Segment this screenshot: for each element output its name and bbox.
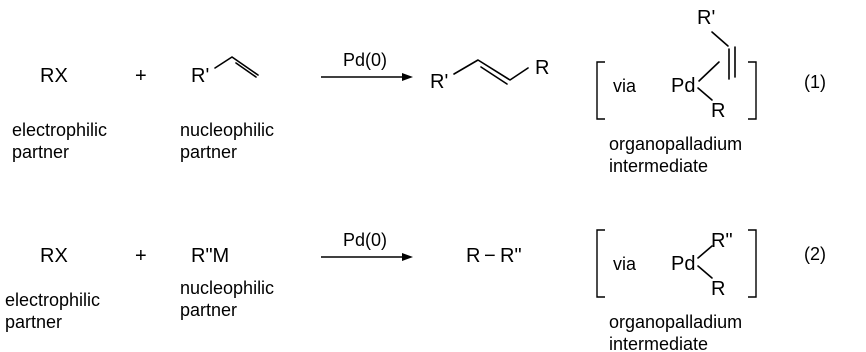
r2-intermediate-label-line1: organopalladium [609, 312, 742, 332]
r1-int-pd-r-bond [697, 87, 713, 101]
r2-plus-sign: + [135, 245, 147, 267]
r1-catalyst: Pd(0) [343, 50, 387, 70]
reaction-2: RX + R"M electrophilic partner nucleophi… [5, 229, 826, 352]
r2-product-left: R [466, 245, 480, 267]
r1-intermediate-bottom: R [711, 100, 725, 122]
r1-reaction-arrow-head [402, 73, 413, 81]
r2-role-electrophile-line1: electrophilic [5, 290, 100, 310]
r1-product-right: R [535, 57, 549, 79]
r1-alkene-double-bond [235, 62, 257, 78]
r2-equation-number: (2) [804, 244, 826, 264]
r1-product-left: R' [430, 71, 448, 93]
r1-reactant-rx: RX [40, 65, 68, 87]
r2-intermediate-bottom: R [711, 278, 725, 300]
r1-bracket-right [748, 61, 757, 120]
r2-reactant-rx: RX [40, 245, 68, 267]
r1-product-bonds [453, 59, 529, 81]
r1-alkene-substituent: R' [191, 65, 209, 87]
r1-alkene-bonds [214, 56, 259, 76]
r1-intermediate-label-line1: organopalladium [609, 134, 742, 154]
r1-int-bond-top [711, 31, 729, 47]
r2-intermediate-top: R" [711, 230, 733, 252]
r2-role-nucleophile-line2: partner [180, 300, 237, 320]
r1-role-nucleophile-line2: partner [180, 142, 237, 162]
r1-intermediate-label-line2: intermediate [609, 156, 708, 176]
r2-intermediate-label-line2: intermediate [609, 334, 708, 352]
r1-equation-number: (1) [804, 72, 826, 92]
r2-reactant-organometallic: R"M [191, 245, 229, 267]
r2-role-electrophile-line2: partner [5, 312, 62, 332]
r2-int-pd-r-bond [697, 265, 713, 279]
r2-product-right: R" [500, 245, 522, 267]
r1-bracket-left [596, 61, 605, 120]
r2-role-nucleophile-line1: nucleophilic [180, 278, 274, 298]
r2-catalyst: Pd(0) [343, 230, 387, 250]
r1-via-label: via [613, 76, 637, 96]
r2-bracket-right [748, 229, 757, 298]
r1-int-pd-alkene-bond [698, 61, 720, 82]
reaction-1: RX + R' electrophilic partner nucleophil… [12, 7, 826, 176]
r2-bracket-left [596, 229, 605, 298]
r2-reaction-arrow-head [402, 253, 413, 261]
r1-role-electrophile-line2: partner [12, 142, 69, 162]
r1-pd-atom: Pd [671, 75, 695, 97]
r2-product-bond: − [484, 245, 496, 267]
r1-plus-sign: + [135, 65, 147, 87]
r1-product-double-bond [480, 66, 508, 85]
r2-via-label: via [613, 254, 637, 274]
r2-pd-atom: Pd [671, 253, 695, 275]
r1-role-nucleophile-line1: nucleophilic [180, 120, 274, 140]
r2-int-pd-r2-bond [697, 245, 713, 259]
r1-role-electrophile-line1: electrophilic [12, 120, 107, 140]
r1-intermediate-top: R' [697, 7, 715, 29]
